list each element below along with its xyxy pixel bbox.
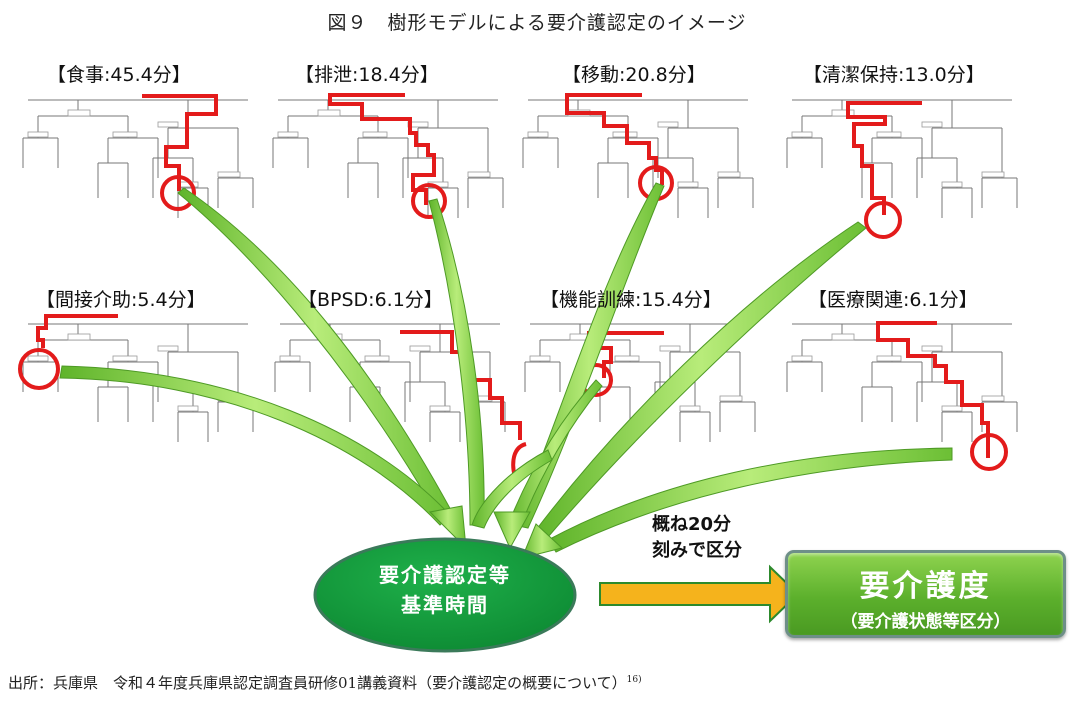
tree-label-meal: 【食事:45.4分】 (47, 64, 191, 86)
care-level-box: 要介護度 （要介護状態等区分） (785, 550, 1066, 638)
care-level-subtitle: （要介護状態等区分） (840, 612, 1011, 632)
tree-label-medical: 【医療関連:6.1分】 (808, 289, 978, 311)
source-citation: 出所：兵庫県 令和４年度兵庫県認定調査員研修01講義資料（要介護認定の概要につい… (8, 672, 642, 693)
footnote-ref: 16) (626, 675, 642, 685)
source-text: 出所：兵庫県 令和４年度兵庫県認定調査員研修01講義資料（要介護認定の概要につい… (8, 674, 627, 692)
tree-thumbnail-hygiene (786, 99, 1018, 219)
aggregate-line-2: 基準時間 (401, 593, 489, 617)
figure-title: 図９ 樹形モデルによる要介護認定のイメージ (327, 12, 747, 34)
tree-label-rehab: 【機能訓練:15.4分】 (540, 289, 722, 311)
note-line-2: 刻みで区分 (652, 540, 742, 561)
aggregate-line-1: 要介護認定等 (379, 563, 511, 587)
converging-arrows (59, 182, 953, 559)
note-line-1: 概ね20分 (652, 514, 732, 535)
classification-note: 概ね20分 刻みで区分 (652, 512, 742, 564)
care-level-title: 要介護度 (859, 569, 992, 604)
decision-paths (18, 93, 1008, 481)
tree-label-mobility: 【移動:20.8分】 (562, 64, 706, 86)
tree-thumbnail-meal (22, 99, 254, 219)
aggregate-time-label: 要介護認定等 基準時間 (330, 560, 560, 620)
tree-label-indirect-care: 【間接介助:5.4分】 (36, 289, 206, 311)
aggregate-time-ellipse (313, 537, 577, 653)
tree-label-excretion: 【排泄:18.4分】 (295, 64, 439, 86)
tree-label-bpsd: 【BPSD:6.1分】 (298, 289, 443, 311)
classification-arrow (599, 564, 800, 624)
tree-thumbnail-mobility (522, 99, 754, 219)
tree-label-hygiene: 【清潔保持:13.0分】 (803, 64, 985, 86)
